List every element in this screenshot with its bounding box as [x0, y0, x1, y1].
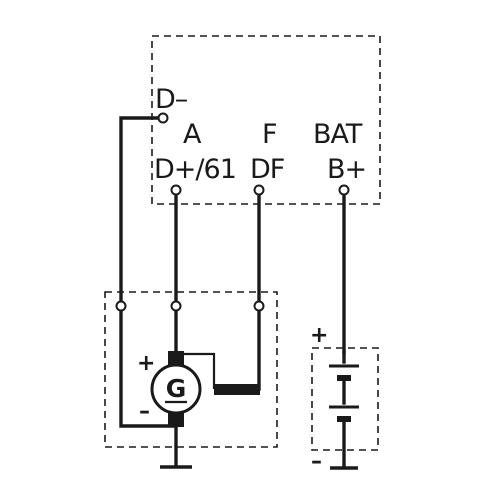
- label-a: A: [183, 119, 202, 150]
- field-winding: [214, 384, 260, 395]
- terminal-gen-df: [253, 300, 265, 312]
- label-bat: BAT: [313, 119, 363, 150]
- terminal-d-plus: [170, 184, 182, 196]
- generator-plus-sign: +: [137, 351, 155, 376]
- wire-field-link: [176, 352, 216, 389]
- brush-minus: [168, 413, 184, 427]
- terminal-d-minus: [157, 112, 169, 124]
- battery-plus-sign: +: [310, 323, 328, 348]
- label-b-plus: B+: [327, 154, 366, 185]
- terminal-df: [253, 184, 265, 196]
- regulator-box: [151, 35, 381, 205]
- generator-symbol: G: [166, 374, 187, 403]
- terminal-gen-d-minus: [115, 300, 127, 312]
- brush-plus: [168, 351, 184, 365]
- battery-icon: [329, 350, 359, 470]
- label-df: DF: [250, 154, 284, 185]
- terminal-gen-d-plus: [170, 300, 182, 312]
- label-d-plus-61: D+/61: [154, 154, 236, 185]
- battery-minus-sign: –: [311, 449, 322, 474]
- generator-minus-sign: –: [139, 399, 150, 424]
- wire-d-minus: [119, 116, 178, 428]
- label-f: F: [262, 119, 277, 150]
- terminal-b-plus: [338, 184, 350, 196]
- label-d-minus: D–: [155, 84, 188, 115]
- generator-icon: [150, 363, 202, 415]
- generator-box: [104, 291, 278, 448]
